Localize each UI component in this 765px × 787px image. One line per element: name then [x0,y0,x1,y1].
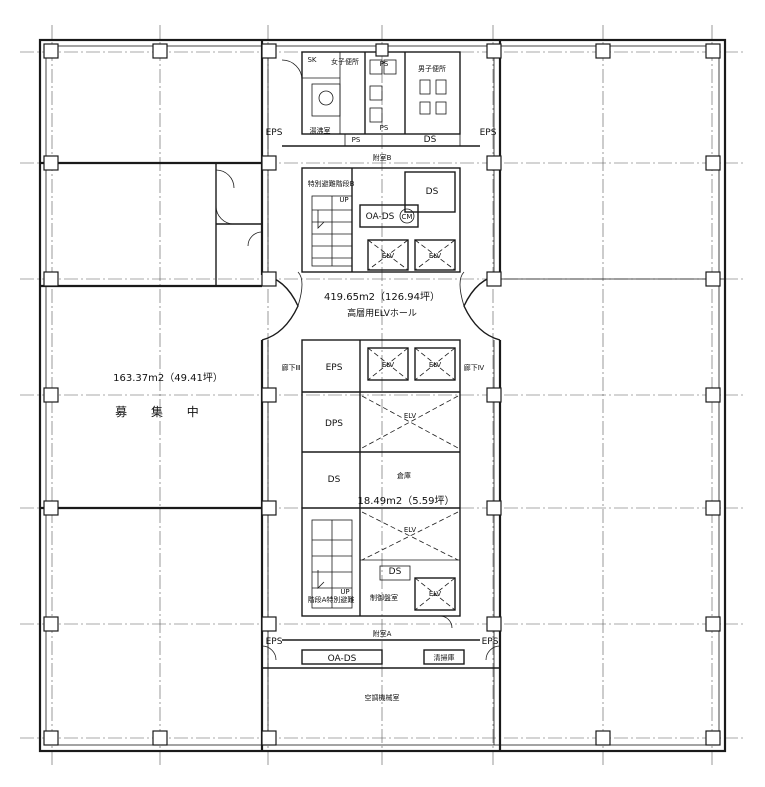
ps-label-bottom: PS [352,136,361,144]
corridor-4-label: 廊下Ⅳ [464,363,485,372]
control-room-label: 制御盤室 [370,593,398,602]
elv-label-1: ELV [382,252,395,260]
left-office-zone [40,161,263,510]
elv-label-7: ELV [429,590,442,598]
corridor-3-label: 廊下Ⅲ [282,363,301,372]
core-upper-block [301,167,461,273]
up-label-bottom: UP [340,588,349,596]
stair-top-label: 特別避難階段B [308,179,355,188]
womens-wc-label: 女子便所 [331,57,359,66]
elv-label-2: ELV [429,252,442,260]
ds-label-top: DS [424,135,437,145]
kitchen-label: 湯沸室 [310,126,331,135]
oa-ds-label-upper: OA-DS [366,212,395,222]
eps-label-tr: EPS [480,128,497,138]
eps-label-br: EPS [482,637,499,647]
core-toilet-block [281,51,480,147]
plan-labels: 163.37m2（49.41坪） 募 集 中 419.65m2（126.94坪）… [113,56,499,702]
ps-label-top: PS [380,60,389,68]
storage-label: 倉庫 [397,471,411,480]
columns [43,43,721,746]
elv-hall-label: 高層用ELVホール [347,307,417,319]
vestibule-a-label: 附室A [373,629,392,638]
core-bottom-block [261,639,501,669]
vestibule-b-label: 附室B [373,153,392,162]
ds-label-upper: DS [426,187,439,197]
eps-label-core: EPS [326,363,343,373]
mens-wc-label: 男子便所 [418,64,446,73]
eps-label-tl: EPS [266,128,283,138]
left-area-label: 163.37m2（49.41坪） [113,371,223,384]
core-area-label: 18.49m2（5.59坪） [358,494,455,507]
eps-label-bl: EPS [266,637,283,647]
ac-room-label: 空調機械室 [365,693,400,702]
cm-label: CM [402,213,413,221]
elv-label-6: ELV [404,526,417,534]
dps-label: DPS [325,419,343,429]
cleaning-label: 清掃庫 [434,653,455,662]
oa-ds-label-lower: OA-DS [328,654,357,664]
sk-label: SK [307,56,316,64]
recruiting-label: 募 集 中 [115,404,209,419]
ds-label-lower: DS [389,567,402,577]
elv-hall [261,271,501,341]
elv-label-5: ELV [404,412,417,420]
elv-label-4: ELV [429,361,442,369]
stair-bottom-label: 階段A特別避難 [308,595,355,604]
core-lower-block [301,339,461,629]
elv-label-3: ELV [382,361,395,369]
hall-area-label: 419.65m2（126.94坪） [324,290,440,303]
ps-label-mid: PS [380,124,389,132]
ds-label-core-mid: DS [328,475,341,485]
up-label-top: UP [339,196,348,204]
